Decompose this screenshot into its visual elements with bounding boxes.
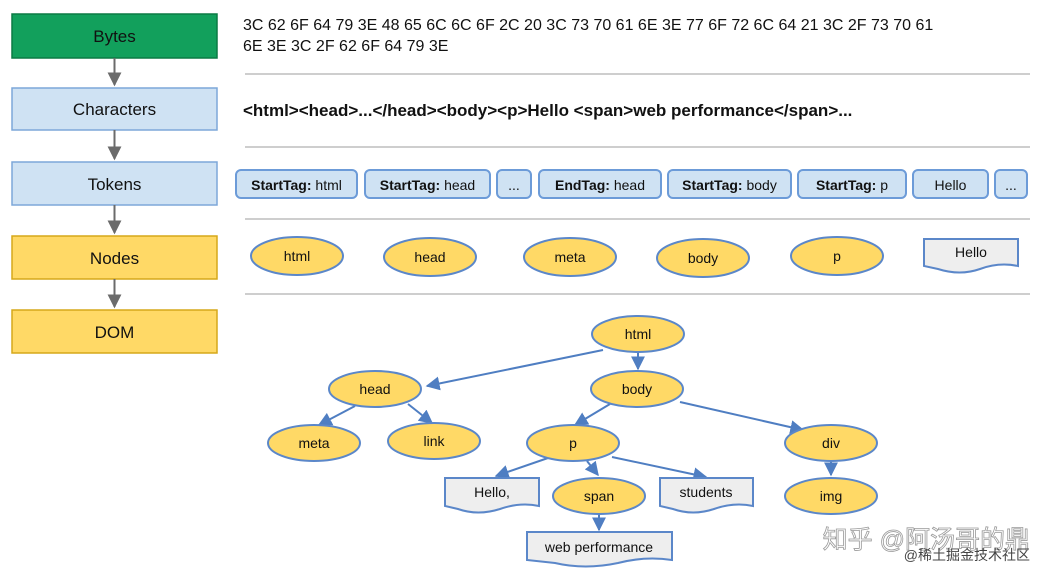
dom-node-span: span <box>552 477 646 515</box>
dom-node-label: head <box>359 381 390 397</box>
edge-p-span <box>584 460 599 477</box>
stage-dom-label: DOM <box>95 323 135 342</box>
node-label: body <box>688 250 718 266</box>
stage-bytes-label: Bytes <box>93 27 136 46</box>
dom-node-label: span <box>584 488 614 504</box>
token-value: ... <box>508 177 520 193</box>
node-body: body <box>656 238 750 278</box>
stage-dom: DOM <box>11 309 218 354</box>
dom-text-hello: Hello, <box>444 477 540 514</box>
dom-node-label: meta <box>298 435 329 451</box>
dom-node-label: div <box>822 435 840 451</box>
dom-node-label: body <box>622 381 652 397</box>
stage-characters: Characters <box>11 87 218 131</box>
stage-characters-label: Characters <box>73 100 156 119</box>
edge-head-meta <box>317 405 356 426</box>
dom-edges <box>317 349 838 532</box>
dom-node-head: head <box>328 370 422 408</box>
node-label: p <box>833 248 841 264</box>
node-label: meta <box>554 249 585 265</box>
dom-node-label: link <box>423 433 445 449</box>
svg-text:StartTag: html: StartTag: html <box>251 177 342 193</box>
token-kind: StartTag: <box>682 177 742 193</box>
token-value: head <box>444 177 475 193</box>
token-list: StartTag: html StartTag: head ... EndTag… <box>235 169 1028 199</box>
dom-node-html: html <box>591 315 685 353</box>
dom-text-label: web performance <box>544 539 653 555</box>
svg-text:StartTag: body: StartTag: body <box>682 177 777 193</box>
stage-nodes: Nodes <box>11 235 218 280</box>
dom-text-label: students <box>680 484 733 500</box>
node-p: p <box>790 236 884 276</box>
dom-text-students: students <box>659 477 754 514</box>
token-kind: StartTag: <box>380 177 440 193</box>
dom-text-label: Hello, <box>474 484 510 500</box>
token-kind: StartTag: <box>816 177 876 193</box>
token-endtag-head: EndTag: head <box>538 169 662 199</box>
text-node-label: Hello <box>955 244 987 260</box>
token-value: body <box>746 177 776 193</box>
dom-node-img: img <box>784 477 878 515</box>
node-html: html <box>250 236 344 276</box>
edge-body-p <box>573 403 611 426</box>
watermark-main: 知乎 @阿汤哥的鼎 <box>823 526 1030 554</box>
node-label: html <box>284 248 310 264</box>
bytes-line-2: 6E 3E 3C 2F 62 6F 64 79 3E <box>243 38 448 55</box>
stage-bytes: Bytes <box>11 13 218 59</box>
token-value: html <box>315 177 341 193</box>
token-value: p <box>880 177 888 193</box>
edge-p-hello <box>494 457 549 479</box>
edge-p-students <box>611 456 708 482</box>
token-value: head <box>614 177 645 193</box>
token-value: ... <box>1005 177 1017 193</box>
node-meta: meta <box>523 237 617 277</box>
token-text-hello: Hello <box>912 169 989 199</box>
svg-text:StartTag: head: StartTag: head <box>380 177 475 193</box>
node-text-hello: Hello <box>923 238 1019 274</box>
node-label: head <box>414 249 445 265</box>
dom-node-label: p <box>569 435 577 451</box>
token-kind: EndTag: <box>555 177 610 193</box>
node-head: head <box>383 237 477 277</box>
stage-nodes-label: Nodes <box>90 249 139 268</box>
dom-node-label: img <box>820 488 843 504</box>
dom-node-label: html <box>625 326 651 342</box>
edge-html-head <box>425 349 604 391</box>
dom-node-div: div <box>784 424 878 462</box>
svg-text:EndTag: head: EndTag: head <box>555 177 645 193</box>
token-value: Hello <box>935 177 967 193</box>
token-ellipsis: ... <box>496 169 532 199</box>
token-starttag-head: StartTag: head <box>364 169 491 199</box>
token-starttag-body: StartTag: body <box>667 169 792 199</box>
dom-node-link: link <box>387 422 481 460</box>
dom-node-meta: meta <box>267 424 361 462</box>
dom-node-p: p <box>526 424 620 462</box>
token-ellipsis: ... <box>994 169 1028 199</box>
dom-text-web-performance: web performance <box>526 531 673 568</box>
watermark-sub: @稀土掘金技术社区 <box>904 547 1030 563</box>
dom-node-body: body <box>590 370 684 408</box>
token-kind: StartTag: <box>251 177 311 193</box>
stage-tokens: Tokens <box>11 161 218 206</box>
edge-head-link <box>407 403 434 424</box>
svg-text:StartTag: p: StartTag: p <box>816 177 888 193</box>
token-starttag-p: StartTag: p <box>797 169 907 199</box>
token-starttag-html: StartTag: html <box>235 169 358 199</box>
characters-text: <html><head>...</head><body><p>Hello <sp… <box>243 101 852 120</box>
node-list: html head meta body p Hello <box>250 236 1019 278</box>
edge-body-div <box>679 401 805 435</box>
stage-tokens-label: Tokens <box>88 175 142 194</box>
dom-tree: html head body meta link p div span <box>267 315 878 568</box>
bytes-line-1: 3C 62 6F 64 79 3E 48 65 6C 6C 6F 2C 20 3… <box>243 17 933 34</box>
